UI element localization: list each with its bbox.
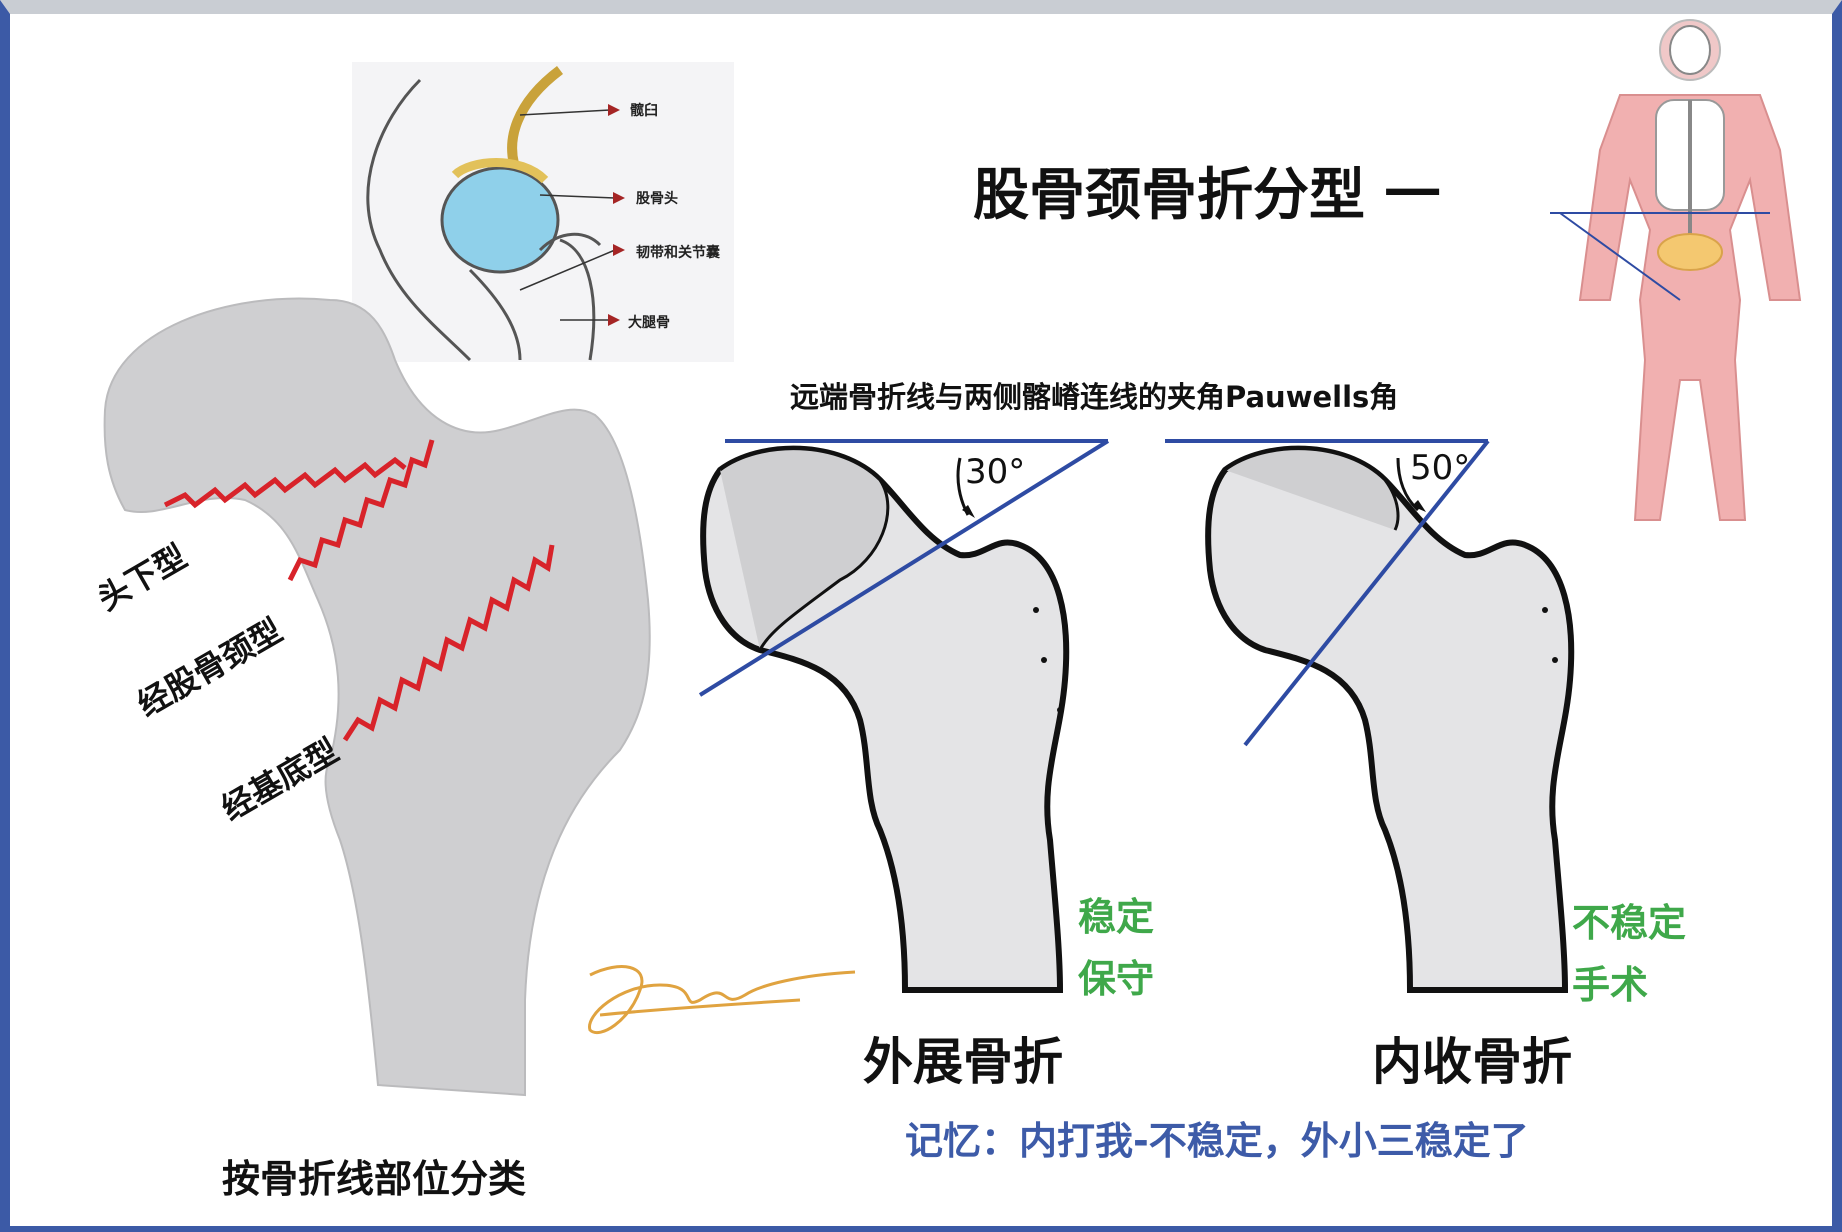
- abduction-status: 稳定: [1078, 886, 1154, 941]
- adduction-status: 不稳定: [1572, 892, 1686, 947]
- adduction-angle-label: 50°: [1410, 448, 1470, 488]
- hip-anatomy-inset: [352, 62, 734, 362]
- classification-caption: 按骨折线部位分类: [222, 1148, 526, 1203]
- skeleton-figure: [1550, 20, 1800, 520]
- abduction-femur-drawing: [700, 441, 1108, 990]
- adduction-fracture-name: 内收骨折: [1372, 1022, 1572, 1094]
- abduction-treatment: 保守: [1078, 948, 1154, 1003]
- pauwells-caption: 远端骨折线与两侧髂嵴连线的夹角Pauwells角: [790, 374, 1398, 416]
- anatomy-label-femoral-head: 股骨头: [636, 188, 678, 208]
- adduction-femur-drawing: [1165, 441, 1571, 990]
- abduction-fracture-name: 外展骨折: [863, 1022, 1063, 1094]
- anatomy-label-femur: 大腿骨: [628, 312, 670, 332]
- anatomy-label-ligament-capsule: 韧带和关节囊: [636, 242, 720, 262]
- anatomy-label-acetabulum: 髋臼: [630, 100, 658, 120]
- memory-mnemonic: 记忆：内打我-不稳定，外小三稳定了: [905, 1110, 1529, 1165]
- page-title: 股骨颈骨折分型 一: [973, 150, 1441, 231]
- adduction-treatment: 手术: [1572, 954, 1648, 1009]
- signature: [590, 967, 855, 1033]
- abduction-angle-label: 30°: [965, 452, 1025, 492]
